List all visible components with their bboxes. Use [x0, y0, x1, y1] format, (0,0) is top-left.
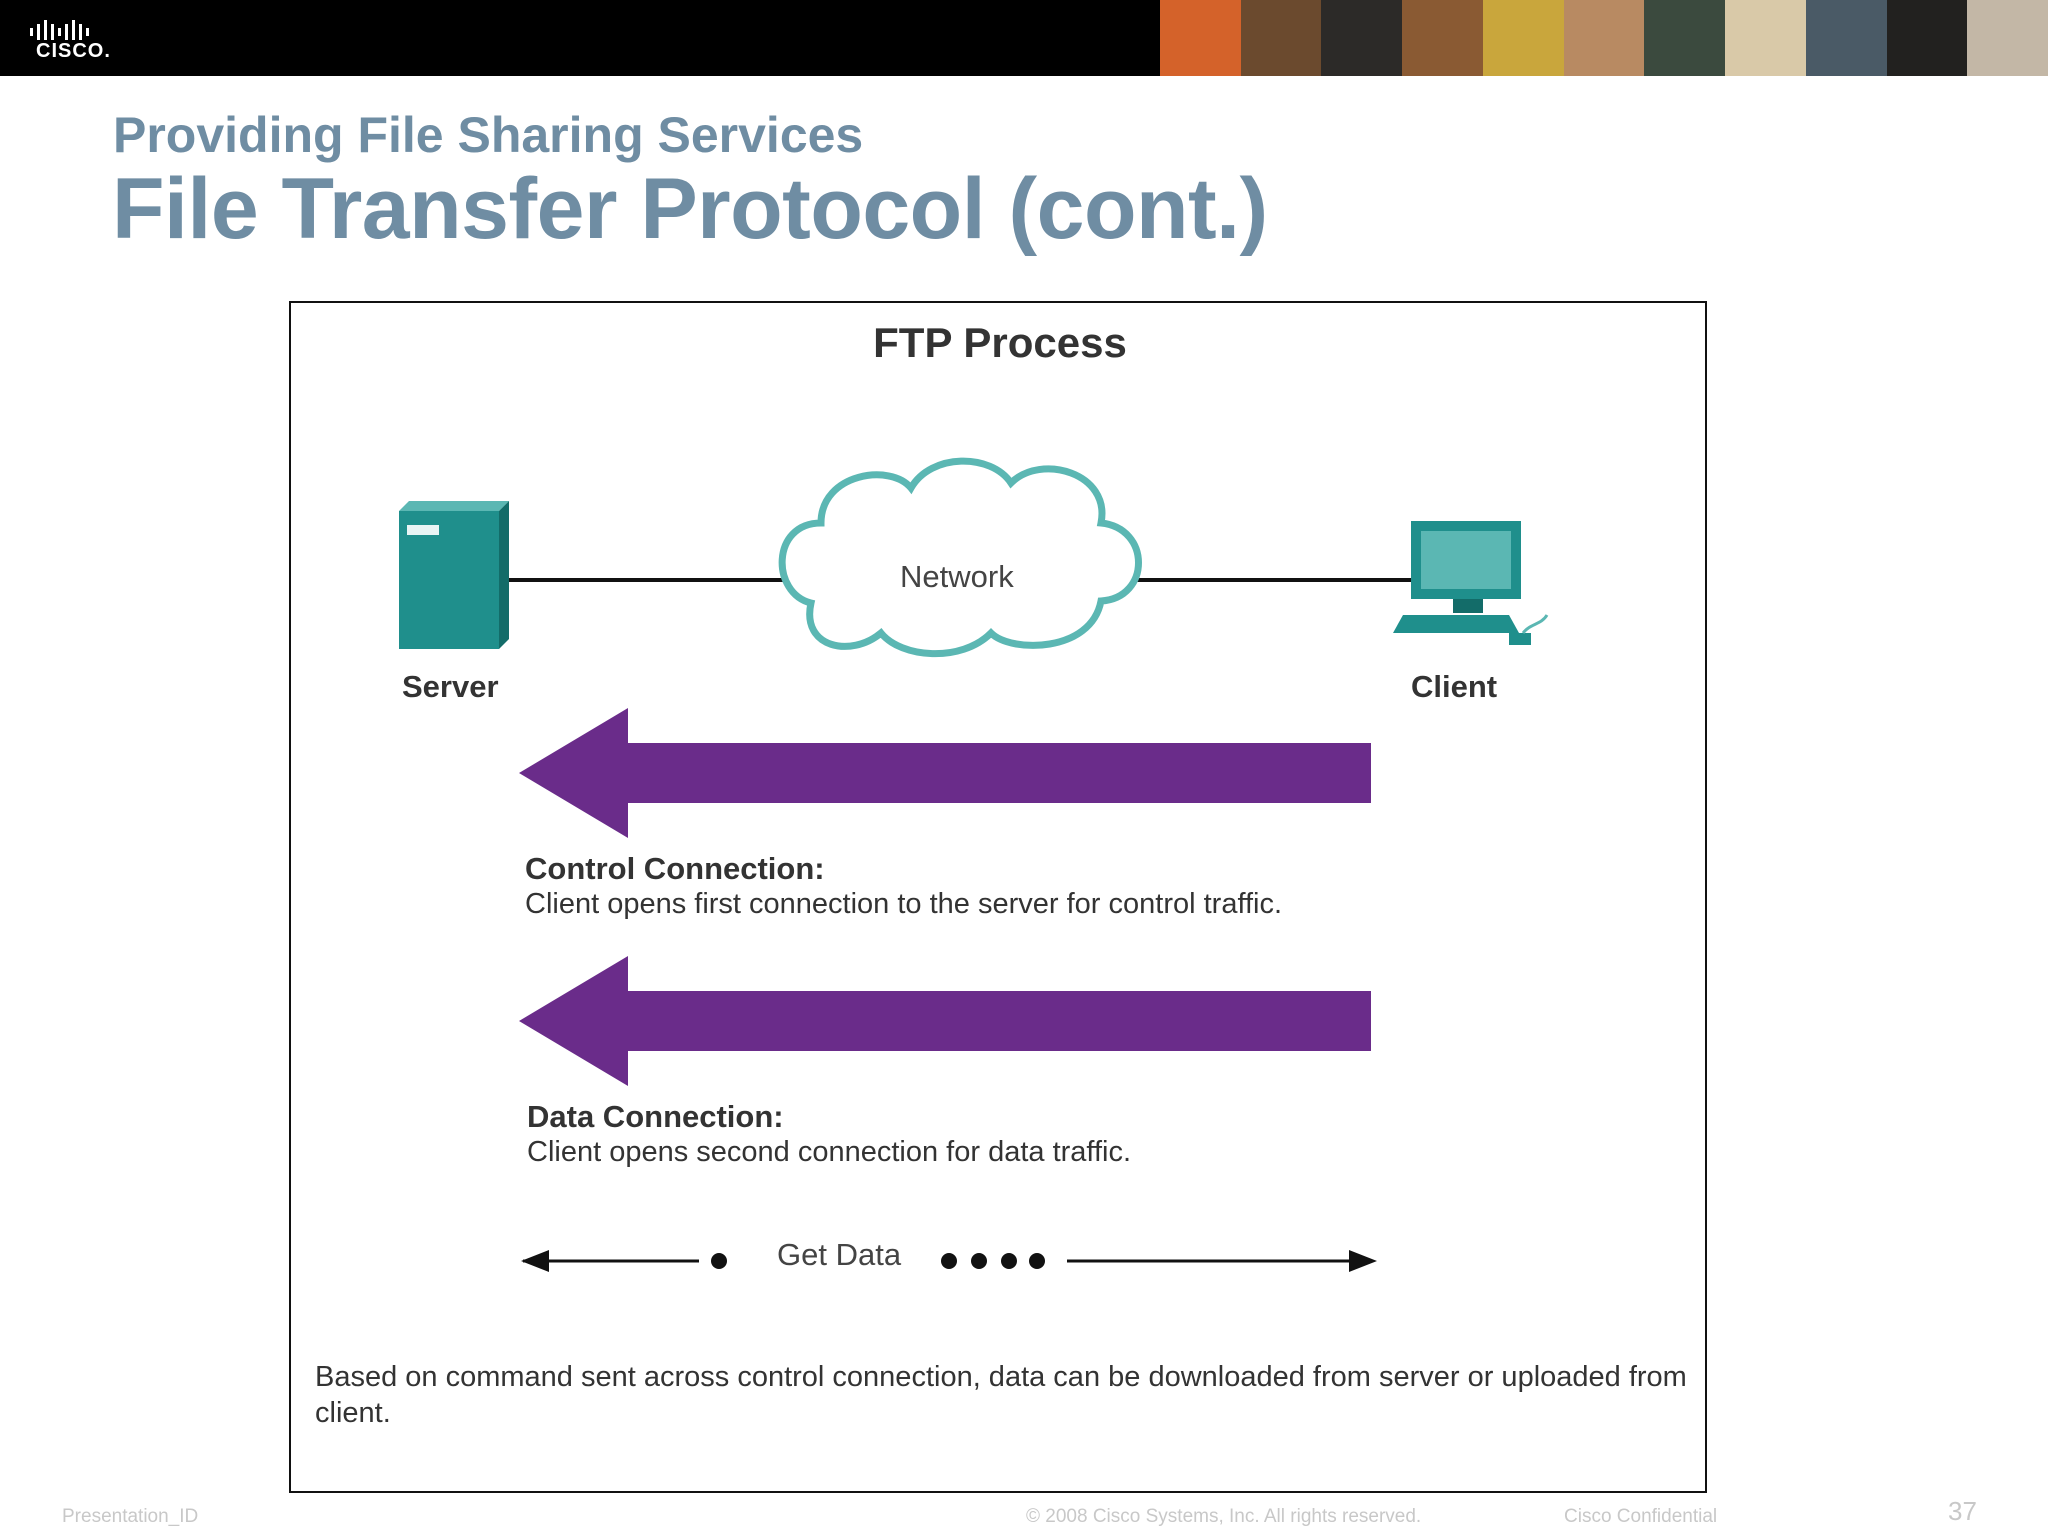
- banner-photo: [1482, 0, 1564, 76]
- diagram-canvas: [399, 457, 1549, 1272]
- get-data-dot: [1001, 1253, 1017, 1269]
- banner-photo: [1644, 0, 1726, 76]
- get-data-left-arrowhead: [521, 1250, 549, 1272]
- get-data-label: Get Data: [777, 1237, 902, 1272]
- data-connection-heading: Data Connection:: [527, 1099, 784, 1134]
- client-pc-icon: [1393, 521, 1549, 645]
- banner-photo: [1321, 0, 1403, 76]
- section-title: Providing File Sharing Services: [113, 107, 864, 163]
- page-number: 37: [1948, 1496, 1977, 1526]
- banner-photo: [1563, 0, 1645, 76]
- network-label: Network: [900, 559, 1014, 594]
- banner-photo: [1886, 0, 1968, 76]
- get-data-dot: [711, 1253, 727, 1269]
- logo-text: CISCO.: [36, 40, 111, 62]
- data-connection-arrow: [519, 956, 1371, 1086]
- server-label: Server: [402, 669, 499, 704]
- control-connection-heading: Control Connection:: [525, 851, 825, 886]
- banner-photo: [1967, 0, 2048, 76]
- client-label: Client: [1411, 669, 1498, 704]
- get-data-dot: [941, 1253, 957, 1269]
- diagram-title: FTP Process: [873, 319, 1127, 366]
- network-cloud-icon: [778, 457, 1142, 658]
- photo-strip: [1160, 0, 2048, 76]
- diagram-note: Based on command sent across control con…: [315, 1361, 1687, 1429]
- get-data-right-arrowhead: [1349, 1250, 1377, 1272]
- cisco-logo-icon: [30, 20, 89, 40]
- banner-photo: [1402, 0, 1483, 76]
- control-connection-text: Client opens first connection to the ser…: [525, 888, 1283, 920]
- footer-copyright: © 2008 Cisco Systems, Inc. All rights re…: [1026, 1506, 1422, 1527]
- ftp-diagram: FTP Process Server Network Client Contro…: [289, 301, 1707, 1493]
- banner-photo: [1160, 0, 1241, 76]
- footer-confidential: Cisco Confidential: [1564, 1506, 1718, 1527]
- top-banner: CISCO.: [0, 0, 2048, 76]
- server-icon: [399, 501, 509, 649]
- get-data-dot: [1029, 1253, 1045, 1269]
- data-connection-text: Client opens second connection for data …: [527, 1136, 1132, 1168]
- control-connection-arrow: [519, 708, 1371, 838]
- banner-photo: [1805, 0, 1887, 76]
- get-data-dot: [971, 1253, 987, 1269]
- banner-photo: [1725, 0, 1806, 76]
- banner-photo: [1240, 0, 1322, 76]
- page-title: File Transfer Protocol (cont.): [112, 161, 1268, 257]
- footer-presentation-id: Presentation_ID: [62, 1506, 199, 1527]
